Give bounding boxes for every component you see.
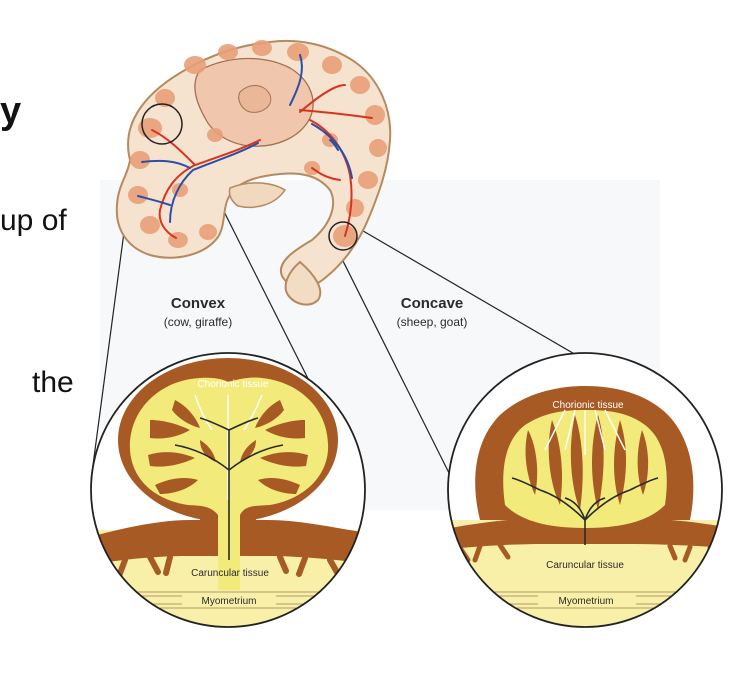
convex-myometrium-label: Myometrium — [201, 596, 256, 607]
concave-placentome: Chorionic tissue Caruncular tissue Myome… — [447, 352, 723, 628]
blood-vessels — [137, 54, 373, 239]
slide-text-fragment-2: up of — [0, 204, 67, 237]
convex-highlight-circle — [141, 103, 183, 145]
uterine-horn — [284, 260, 322, 306]
slide-text-fragment-1: y — [0, 90, 22, 132]
convex-subtitle: (cow, giraffe) — [164, 315, 232, 329]
concave-chorionic-label: Chorionic tissue — [552, 400, 624, 411]
concave-title: Concave — [401, 295, 464, 312]
convex-caruncular-label: Caruncular tissue — [191, 568, 269, 579]
convex-placentome: Chorionic tissue Caruncular tissue Myome… — [90, 352, 366, 628]
convex-title: Convex — [171, 295, 226, 312]
concave-subtitle: (sheep, goat) — [397, 315, 468, 329]
uterus-illustration — [115, 39, 392, 306]
concave-caruncular-label: Caruncular tissue — [546, 560, 624, 571]
convex-chorionic-label: Chorionic tissue — [197, 379, 269, 390]
concave-highlight-circle — [328, 221, 358, 251]
slide-text-fragment-3: the — [32, 366, 74, 399]
concave-myometrium-label: Myometrium — [558, 596, 613, 607]
uterine-wall — [115, 39, 392, 289]
